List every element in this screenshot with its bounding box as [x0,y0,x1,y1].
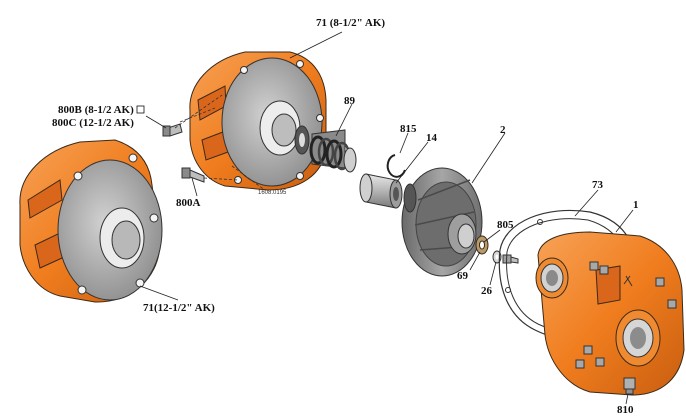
label-screw-805: 805 [497,219,514,231]
label-plug-810: 810 [617,404,634,416]
label-gasket: 73 [592,179,604,191]
label-casing: 1 [633,199,639,211]
label-adapter-8-5: 71 (8-1/2" AK) [316,17,385,29]
mechanical-seal [294,125,357,173]
pump-casing [535,231,685,396]
screw-800a [181,167,205,183]
label-impeller: 2 [500,124,506,136]
adapter-12-5-ak [19,139,163,303]
screw-805 [502,254,519,264]
drawing-code: 1608.0195 [258,190,287,196]
labels: 71 (8-1/2" AK) 71(12-1/2" AK) 800B (8-1/… [52,17,639,416]
assembly-lines [174,94,266,191]
impeller [401,167,483,277]
label-screw-800b: 800B (8-1/2 AK) [58,104,134,116]
label-seal: 89 [344,95,356,107]
label-screw-800a: 800A [176,197,201,209]
adapter-8-5-ak [189,51,327,191]
box-symbol-icon [136,105,145,114]
washer-69 [475,235,489,255]
screw-800bc [162,123,183,137]
label-screw-800c: 800C (12-1/2 AK) [52,117,134,129]
label-sleeve: 14 [426,132,438,144]
label-washer-26: 26 [481,285,493,297]
plug-810 [623,377,636,395]
label-retaining-ring: 815 [400,123,417,135]
retaining-ring [386,154,406,178]
shaft-sleeve [359,173,403,209]
label-adapter-12-5: 71(12-1/2" AK) [143,302,215,314]
label-washer-69: 69 [457,270,469,282]
leader-lines [139,31,634,405]
